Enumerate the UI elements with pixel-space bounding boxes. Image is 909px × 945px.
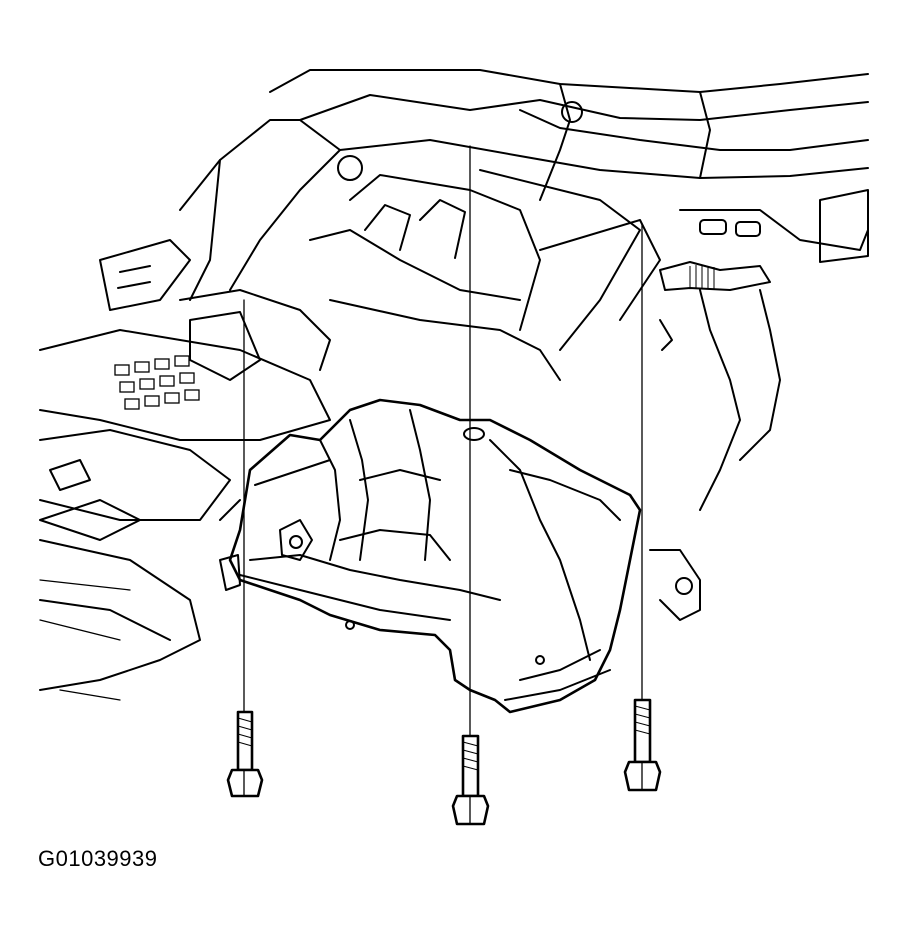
- vehicle-underbody: [39, 69, 869, 701]
- fuel-tank-shield: [219, 398, 701, 714]
- floor-grid: [114, 355, 200, 410]
- figure-id-label: G01039939: [38, 846, 158, 871]
- bolt-center: [451, 734, 490, 826]
- bolt-left: [226, 710, 264, 798]
- bolt-right: [623, 698, 662, 792]
- alignment-lines: [243, 145, 643, 737]
